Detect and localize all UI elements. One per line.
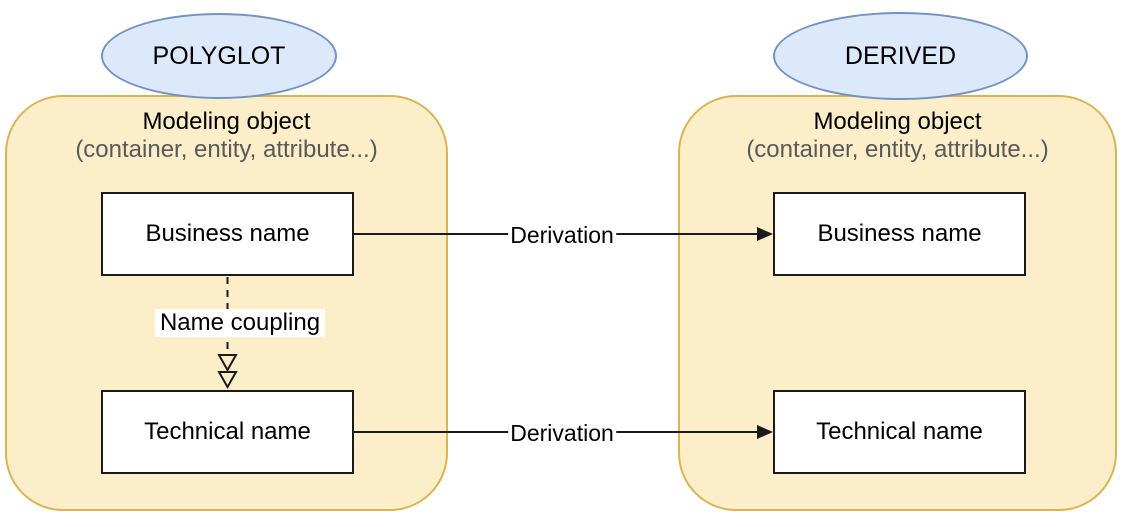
right-business-name-box: Business name — [773, 192, 1026, 276]
group-title: Modeling object — [813, 108, 982, 135]
left-business-name-box: Business name — [101, 192, 354, 276]
polyglot-ellipse: POLYGLOT — [101, 13, 337, 99]
group-heading: Modeling object (container, entity, attr… — [7, 97, 446, 164]
group-title: Modeling object — [142, 108, 311, 135]
group-subtitle: (container, entity, attribute...) — [75, 136, 378, 163]
group-subtitle: (container, entity, attribute...) — [746, 136, 1049, 163]
left-technical-name-box: Technical name — [101, 390, 354, 474]
derived-ellipse: DERIVED — [773, 12, 1028, 100]
derivation-label-technical: Derivation — [508, 420, 616, 446]
name-coupling-label: Name coupling — [154, 309, 326, 337]
right-technical-name-box: Technical name — [773, 390, 1026, 474]
derivation-label-business: Derivation — [508, 222, 616, 248]
derived-label: DERIVED — [844, 41, 957, 70]
polyglot-label: POLYGLOT — [152, 41, 286, 70]
group-heading: Modeling object (container, entity, attr… — [680, 97, 1115, 164]
